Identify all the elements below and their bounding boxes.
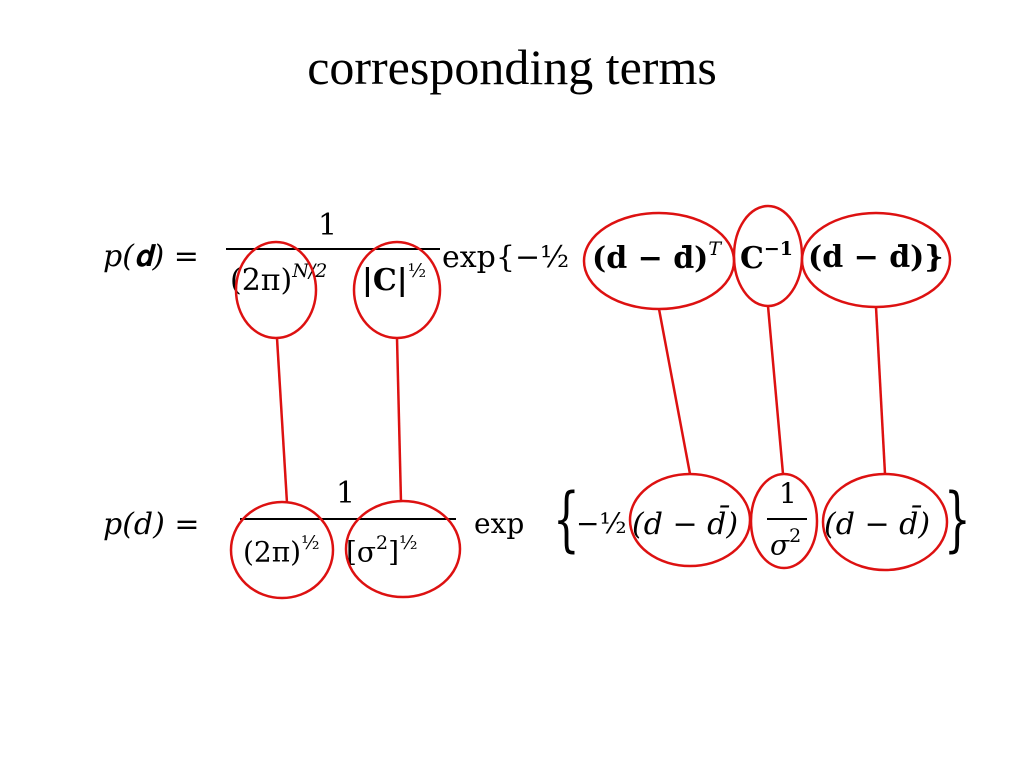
eq1-two-pi: (2π) [230, 263, 293, 298]
eq2-left-brace: { [553, 478, 580, 560]
line-det-sigma [395, 337, 403, 503]
eq1-numerator: 1 [318, 208, 338, 243]
eq2-sigma-term: [σ2]½ [346, 532, 418, 569]
eq2-sigma-text: [σ [346, 535, 377, 569]
eq1-denominator: (2π)N/2 [230, 260, 328, 298]
eq2-term-a: (d − d̄) [632, 507, 739, 542]
eq1-term-b-exponent: −𝟏 [763, 238, 794, 260]
eq2-exp-word: exp [474, 507, 525, 540]
eq2-two-pi-text: (2π) [243, 535, 302, 569]
eq2-two-pi: (2π)½ [243, 532, 320, 569]
eq1-term-c: (𝐝 − 𝐝̄)} [808, 240, 944, 275]
eq2-two-pi-exponent: ½ [301, 532, 320, 554]
eq1-term-a-text: (𝐝 − 𝐝̄) [592, 241, 709, 276]
eq2-inner-fraction-bar [767, 518, 807, 520]
eq2-half: −½ [576, 507, 627, 540]
eq1-term-b-text: 𝐂 [740, 241, 764, 276]
eq1-det-c-exponent: ½ [407, 260, 427, 282]
eq1-det-c: |𝐂|½ [362, 260, 427, 298]
line-term-a [657, 308, 692, 475]
eq1-two-pi-exponent: N/2 [292, 260, 328, 282]
eq2-right-brace: } [944, 478, 971, 560]
line-two-pi [275, 337, 289, 504]
eq2-sigma-square: 2 [376, 532, 389, 554]
eq2-fraction-bar [240, 518, 456, 520]
eq1-term-b: 𝐂−𝟏 [740, 238, 794, 276]
eq1-term-a: (𝐝 − 𝐝̄)T [592, 238, 722, 276]
line-term-c [874, 306, 887, 475]
eq2-frac-sigma-square: 2 [789, 525, 802, 547]
eq1-lhs: p(𝐝) = [103, 239, 199, 274]
slide-title: corresponding terms [307, 39, 717, 95]
eq2-sigma-exponent: ½ [399, 532, 418, 554]
eq1-det-c-text: |𝐂| [362, 263, 408, 298]
eq2-frac-numerator: 1 [779, 477, 797, 510]
eq2-frac-denominator: σ2 [770, 525, 802, 562]
eq2-frac-sigma: σ [770, 528, 790, 562]
eq1-fraction-bar [226, 248, 440, 250]
eq2-sigma-close: ] [388, 535, 400, 569]
eq2-lhs: p(d) = [103, 507, 200, 542]
eq1-exp-open: exp{−½ [442, 240, 570, 275]
eq2-term-c: (d − d̄) [824, 507, 931, 542]
eq1-term-a-exponent: T [708, 238, 722, 260]
eq2-numerator: 1 [336, 476, 356, 511]
line-c-inverse [766, 305, 785, 475]
